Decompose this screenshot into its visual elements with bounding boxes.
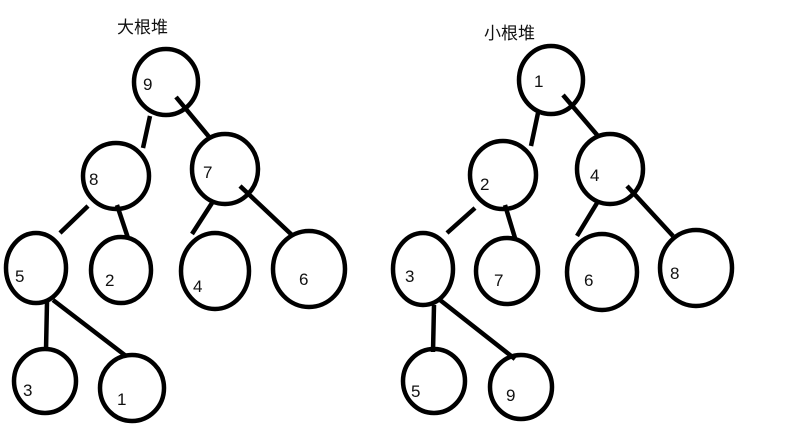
min-heap-node: 6 xyxy=(564,231,640,313)
max-heap-node: 1 xyxy=(97,352,167,424)
max-heap-node-circle xyxy=(3,230,69,306)
max-heap-node: 4 xyxy=(178,230,252,312)
max-heap-node-label: 9 xyxy=(143,75,152,94)
min-heap-node-label: 4 xyxy=(590,166,599,185)
max-heap-edge-5-3 xyxy=(43,301,50,351)
max-heap-edge-7-4 xyxy=(190,201,214,236)
min-heap-node-circle xyxy=(390,230,456,308)
min-heap-node-label: 2 xyxy=(480,175,489,194)
min-heap-node-circle xyxy=(400,346,468,416)
min-heap-edge-1-2 xyxy=(528,112,541,147)
min-heap-node-circle xyxy=(467,138,539,212)
max-heap-node-label: 6 xyxy=(299,270,308,289)
max-heap-node-label: 8 xyxy=(89,170,98,189)
min-heap-node-label: 7 xyxy=(494,271,503,290)
max-heap: 大根堆 9 8 7 5 2 4 xyxy=(3,18,348,424)
max-heap-node-circle xyxy=(97,352,167,424)
min-heap-node-label: 9 xyxy=(506,386,515,405)
max-heap-node-label: 1 xyxy=(117,390,126,409)
min-heap-edge-2-3 xyxy=(445,206,477,235)
max-heap-node: 2 xyxy=(88,234,154,306)
min-heap-node: 8 xyxy=(657,227,735,309)
min-heap-node-circle xyxy=(564,231,640,313)
min-heap-edge-3-5 xyxy=(430,304,437,353)
min-heap-edge-1-4 xyxy=(561,93,600,138)
min-heap-node-circle xyxy=(473,235,541,307)
min-heap-node-circle xyxy=(516,43,586,117)
max-heap-node-circle xyxy=(189,131,261,207)
max-heap-node-label: 7 xyxy=(203,163,212,182)
max-heap-edge-9-8 xyxy=(140,115,153,149)
max-heap-edge-9-7 xyxy=(174,95,212,140)
min-heap-node: 3 xyxy=(390,230,456,308)
max-heap-title: 大根堆 xyxy=(117,18,168,38)
min-heap-node: 4 xyxy=(574,131,646,207)
min-heap-node-circle xyxy=(487,352,555,422)
min-heap-node-label: 3 xyxy=(405,267,414,286)
max-heap-node: 3 xyxy=(11,346,79,416)
min-heap-node-label: 5 xyxy=(411,382,420,401)
max-heap-node-circle xyxy=(270,228,348,310)
min-heap-edge-4-6 xyxy=(575,201,599,238)
max-heap-node: 8 xyxy=(80,140,152,212)
max-heap-node: 6 xyxy=(270,228,348,310)
min-heap-node-label: 6 xyxy=(584,271,593,290)
min-heap-edge-3-9 xyxy=(438,298,517,361)
min-heap: 小根堆 1 2 4 3 7 6 xyxy=(390,24,735,422)
min-heap-node-label: 1 xyxy=(534,72,543,91)
max-heap-node: 9 xyxy=(131,46,201,118)
max-heap-node-circle xyxy=(11,346,79,416)
max-heap-node-label: 5 xyxy=(15,267,24,286)
max-heap-edge-5-1 xyxy=(51,298,128,358)
max-heap-node-label: 2 xyxy=(105,271,114,290)
min-heap-node: 7 xyxy=(473,235,541,307)
max-heap-node-circle xyxy=(178,230,252,312)
min-heap-title: 小根堆 xyxy=(484,24,535,44)
min-heap-node-label: 8 xyxy=(670,264,679,283)
min-heap-node: 1 xyxy=(516,43,586,117)
min-heap-node-circle xyxy=(657,227,735,309)
max-heap-edge-8-5 xyxy=(58,204,90,235)
max-heap-node: 5 xyxy=(3,230,69,306)
min-heap-node: 2 xyxy=(467,138,539,212)
max-heap-node: 7 xyxy=(189,131,261,207)
min-heap-node-circle xyxy=(574,131,646,207)
max-heap-node-circle xyxy=(131,46,201,118)
max-heap-node-label: 4 xyxy=(193,277,202,296)
max-heap-node-circle xyxy=(88,234,154,306)
min-heap-node: 5 xyxy=(400,346,468,416)
max-heap-node-circle xyxy=(80,140,152,212)
max-heap-node-label: 3 xyxy=(23,381,32,400)
min-heap-node: 9 xyxy=(487,352,555,422)
